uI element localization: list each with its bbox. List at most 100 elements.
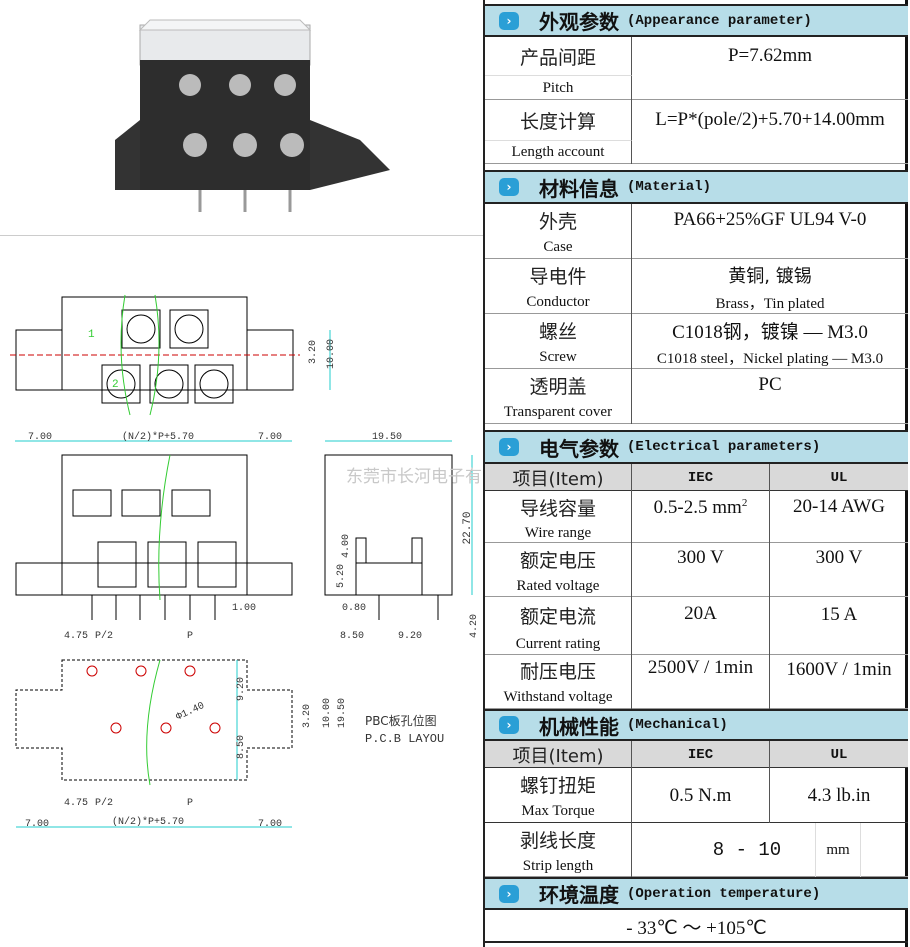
material-row-conductor: 导电件 Conductor 黄铜, 镀锡 Brass，Tin plated xyxy=(485,259,908,314)
label-cn: 螺钉扭矩 xyxy=(485,768,632,800)
label-cn: 螺丝 xyxy=(485,314,632,346)
iec-header: IEC xyxy=(632,741,770,768)
material-row-cover: 透明盖 Transparent cover PC xyxy=(485,369,908,424)
dim-p-half: P/2 xyxy=(95,630,113,642)
dim-4-20: 4.20 xyxy=(469,614,480,638)
label-en: Conductor xyxy=(485,291,632,314)
pcb-dim-8-50: 8.50 xyxy=(236,735,247,759)
label-cn: 额定电流 xyxy=(485,597,632,633)
pcb-dim-p-half: P/2 xyxy=(95,797,113,809)
strip-unit: mm xyxy=(815,823,861,877)
drawing-panel: 1 2 3.20 10.00 7.00 (N/2)*P+5.70 7.00 19… xyxy=(0,0,485,947)
section-header-temperature: › 环境温度 (Operation temperature) xyxy=(485,877,908,910)
material-row-case: 外壳 Case PA66+25%GF UL94 V-0 xyxy=(485,204,908,259)
label-cn: 产品间距 xyxy=(485,37,632,75)
superscript: 2 xyxy=(741,497,748,509)
material-value-en: Brass，Tin plated xyxy=(715,296,825,312)
label-en: Wire range xyxy=(485,523,632,543)
section-header-material: › 材料信息 (Material) xyxy=(485,170,908,204)
label-en: Transparent cover xyxy=(485,401,632,424)
ul-value: 15 A xyxy=(820,604,858,625)
iec-value-text: 0.5-2.5 mm xyxy=(653,497,742,518)
label-en: Strip length xyxy=(485,855,632,877)
electrical-row-voltage: 额定电压 Rated voltage 300 V 300 V xyxy=(485,543,908,597)
material-value: 黄铜, 镀锡 xyxy=(728,266,812,287)
arrow-icon: › xyxy=(499,438,519,456)
mechanical-row-torque: 螺钉扭矩 Max Torque 0.5 N.m 4.3 lb.in xyxy=(485,768,908,823)
pcb-dim-7-left: 7.00 xyxy=(25,819,49,830)
dim-5-20: 5.20 xyxy=(336,564,347,588)
material-value-en: C1018 steel，Nickel plating — M3.0 xyxy=(656,351,884,367)
dim-8-50: 8.50 xyxy=(340,631,364,642)
watermark: 东莞市长河电子有限公司 xyxy=(346,467,483,487)
pitch-row: 产品间距 Pitch P=7.62mm xyxy=(485,37,908,100)
temperature-row: - 33℃ ～ +105℃ xyxy=(485,910,908,943)
electrical-row-withstand: 耐压电压 Withstand voltage 2500V / 1min 1600… xyxy=(485,655,908,709)
dim-hole-dia: Φ1.40 xyxy=(175,701,207,724)
label-cn: 外壳 xyxy=(485,204,632,236)
material-value: C1018钢，镀镍 — M3.0 xyxy=(672,321,868,343)
dim-7-right: 7.00 xyxy=(258,432,282,443)
iec-value: 2500V / 1min xyxy=(632,655,770,709)
section-title-en: (Material) xyxy=(627,179,712,195)
label-cn: 剥线长度 xyxy=(485,823,632,855)
label-cn: 长度计算 xyxy=(485,100,632,140)
row-label-1: 1 xyxy=(88,329,95,341)
section-title-cn: 环境温度 xyxy=(539,883,619,907)
top-view-drawing: 1 2 3.20 10.00 xyxy=(10,294,337,416)
pcb-title-en: P.C.B LAYOU xyxy=(365,732,444,746)
ul-value: 1600V / 1min xyxy=(786,659,892,680)
item-header: 项目(Item) xyxy=(485,464,632,491)
electrical-item-header: 项目(Item) IEC UL xyxy=(485,464,908,491)
spec-table: ›外观参数(Appearance parameter) 产品间距 Pitch P… xyxy=(485,0,908,947)
dim-10-00: 10.00 xyxy=(326,339,337,369)
product-photo xyxy=(115,19,390,212)
mechanical-row-strip: 剥线长度 Strip length 8 - 10 mm xyxy=(485,823,908,877)
label-en: Rated voltage xyxy=(485,575,632,597)
arrow-icon: › xyxy=(499,884,519,903)
ul-value: 4.3 lb.in xyxy=(807,784,871,806)
pcb-dim-formula: (N/2)*P+5.70 xyxy=(112,816,184,828)
section-header-mechanical: ›机械性能(Mechanical) xyxy=(485,709,908,741)
section-title-cn: 电气参数 xyxy=(539,436,619,461)
dim-1-00: 1.00 xyxy=(232,603,256,614)
label-en: Max Torque xyxy=(485,800,632,823)
label-en: Screw xyxy=(485,346,632,369)
item-header: 项目(Item) xyxy=(485,741,632,768)
dim-22-70: 22.70 xyxy=(462,511,474,544)
front-side-view-drawing: 7.00 (N/2)*P+5.70 7.00 19.50 1.00 4.75 P… xyxy=(15,431,483,642)
section-header-electrical: ›电气参数(Electrical parameters) xyxy=(485,430,908,464)
label-en: Case xyxy=(485,236,632,259)
material-row-screw: 螺丝 Screw C1018钢，镀镍 — M3.0 C1018 steel，Ni… xyxy=(485,314,908,369)
dim-3-20: 3.20 xyxy=(308,340,319,364)
length-value: L=P*(pole/2)+5.70+14.00mm xyxy=(655,109,885,130)
label-en: Withstand voltage xyxy=(485,685,632,709)
iec-header: IEC xyxy=(632,464,770,491)
section-header-appearance: ›外观参数(Appearance parameter) xyxy=(485,4,908,37)
pcb-dim-10-00: 10.00 xyxy=(322,698,333,728)
label-cn: 耐压电压 xyxy=(485,655,632,685)
dim-4-75: 4.75 xyxy=(64,631,88,642)
section-title-en: (Operation temperature) xyxy=(627,885,821,902)
arrow-icon: › xyxy=(499,178,519,196)
ul-header: UL xyxy=(830,746,848,763)
section-title-cn: 机械性能 xyxy=(539,714,619,739)
ul-header: UL xyxy=(830,469,848,486)
section-title-en: (Mechanical) xyxy=(627,717,728,733)
row-label-2: 2 xyxy=(112,379,119,391)
dim-7-left: 7.00 xyxy=(28,432,52,443)
pitch-value: P=7.62mm xyxy=(727,45,813,66)
iec-value: 0.5 N.m xyxy=(632,768,770,823)
dim-19-50: 19.50 xyxy=(372,432,402,443)
label-cn: 透明盖 xyxy=(485,369,632,401)
arrow-icon: › xyxy=(499,11,519,30)
section-title-cn: 外观参数 xyxy=(539,10,619,34)
label-en: Length account xyxy=(485,140,632,164)
ul-value: 300 V xyxy=(815,547,863,568)
section-title-cn: 材料信息 xyxy=(539,176,619,201)
dim-formula: (N/2)*P+5.70 xyxy=(122,431,194,443)
strip-value: 8 - 10 xyxy=(712,839,782,861)
ul-value: 20-14 AWG xyxy=(793,496,885,517)
temperature-value: - 33℃ ～ +105℃ xyxy=(626,918,767,939)
